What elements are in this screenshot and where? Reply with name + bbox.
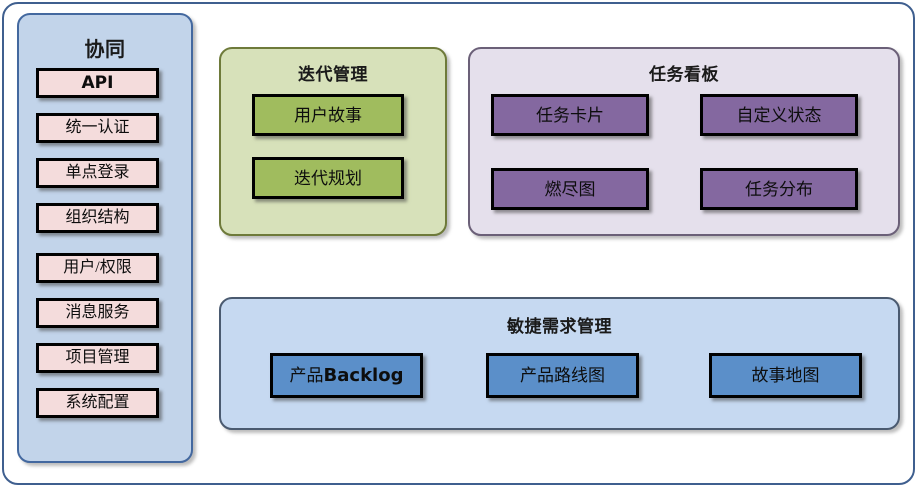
taskboard-item-label: 任务卡片 [536, 105, 604, 125]
sidebar-item-label: 项目管理 [65, 349, 130, 366]
iteration-item-iteration-planning[interactable]: 迭代规划 [252, 157, 404, 199]
sidebar-item-api[interactable]: API [36, 68, 159, 98]
agile-item-product-backlog[interactable]: 产品Backlog [270, 353, 423, 398]
iteration-management-title: 迭代管理 [298, 65, 368, 85]
agile-item-label: 产品路线图 [520, 366, 605, 385]
iteration-item-label: 迭代规划 [294, 168, 362, 188]
sidebar-item-label: 消息服务 [65, 304, 130, 321]
sidebar-item-label: 单点登录 [65, 164, 130, 181]
sidebar-item-sso[interactable]: 单点登录 [36, 158, 159, 188]
agile-item-label: 故事地图 [751, 366, 820, 385]
sidebar-title: 协同 [84, 37, 126, 61]
task-board-title: 任务看板 [649, 65, 719, 85]
agile-item-story-map[interactable]: 故事地图 [709, 353, 862, 398]
sidebar-item-label: 组织结构 [65, 209, 130, 226]
sidebar-item-org-structure[interactable]: 组织结构 [36, 203, 159, 233]
sidebar-item-label: API [81, 72, 114, 93]
iteration-item-label: 用户故事 [294, 105, 362, 125]
sidebar-item-project-management[interactable]: 项目管理 [36, 343, 159, 373]
agile-requirements-title: 敏捷需求管理 [507, 317, 612, 337]
agile-item-label: 产品Backlog [289, 364, 404, 386]
sidebar-item-system-config[interactable]: 系统配置 [36, 388, 159, 418]
taskboard-item-burndown-chart[interactable]: 燃尽图 [491, 168, 649, 210]
outer-frame [2, 2, 915, 485]
sidebar-item-user-permission[interactable]: 用户/权限 [36, 253, 159, 283]
taskboard-item-task-card[interactable]: 任务卡片 [491, 94, 649, 136]
iteration-management-panel: 迭代管理 [219, 47, 447, 236]
taskboard-item-task-distribution[interactable]: 任务分布 [700, 168, 858, 210]
taskboard-item-label: 燃尽图 [544, 179, 596, 199]
iteration-item-user-story[interactable]: 用户故事 [252, 94, 404, 136]
sidebar-item-message-service[interactable]: 消息服务 [36, 298, 159, 328]
taskboard-item-label: 自定义状态 [736, 105, 822, 125]
sidebar-item-label: 统一认证 [65, 119, 130, 136]
agile-item-product-roadmap[interactable]: 产品路线图 [486, 353, 639, 398]
taskboard-item-label: 任务分布 [745, 179, 813, 199]
sidebar-item-label: 用户/权限 [63, 259, 132, 276]
sidebar-item-label: 系统配置 [65, 394, 130, 411]
taskboard-item-custom-status[interactable]: 自定义状态 [700, 94, 858, 136]
sidebar-item-unified-auth[interactable]: 统一认证 [36, 113, 159, 143]
